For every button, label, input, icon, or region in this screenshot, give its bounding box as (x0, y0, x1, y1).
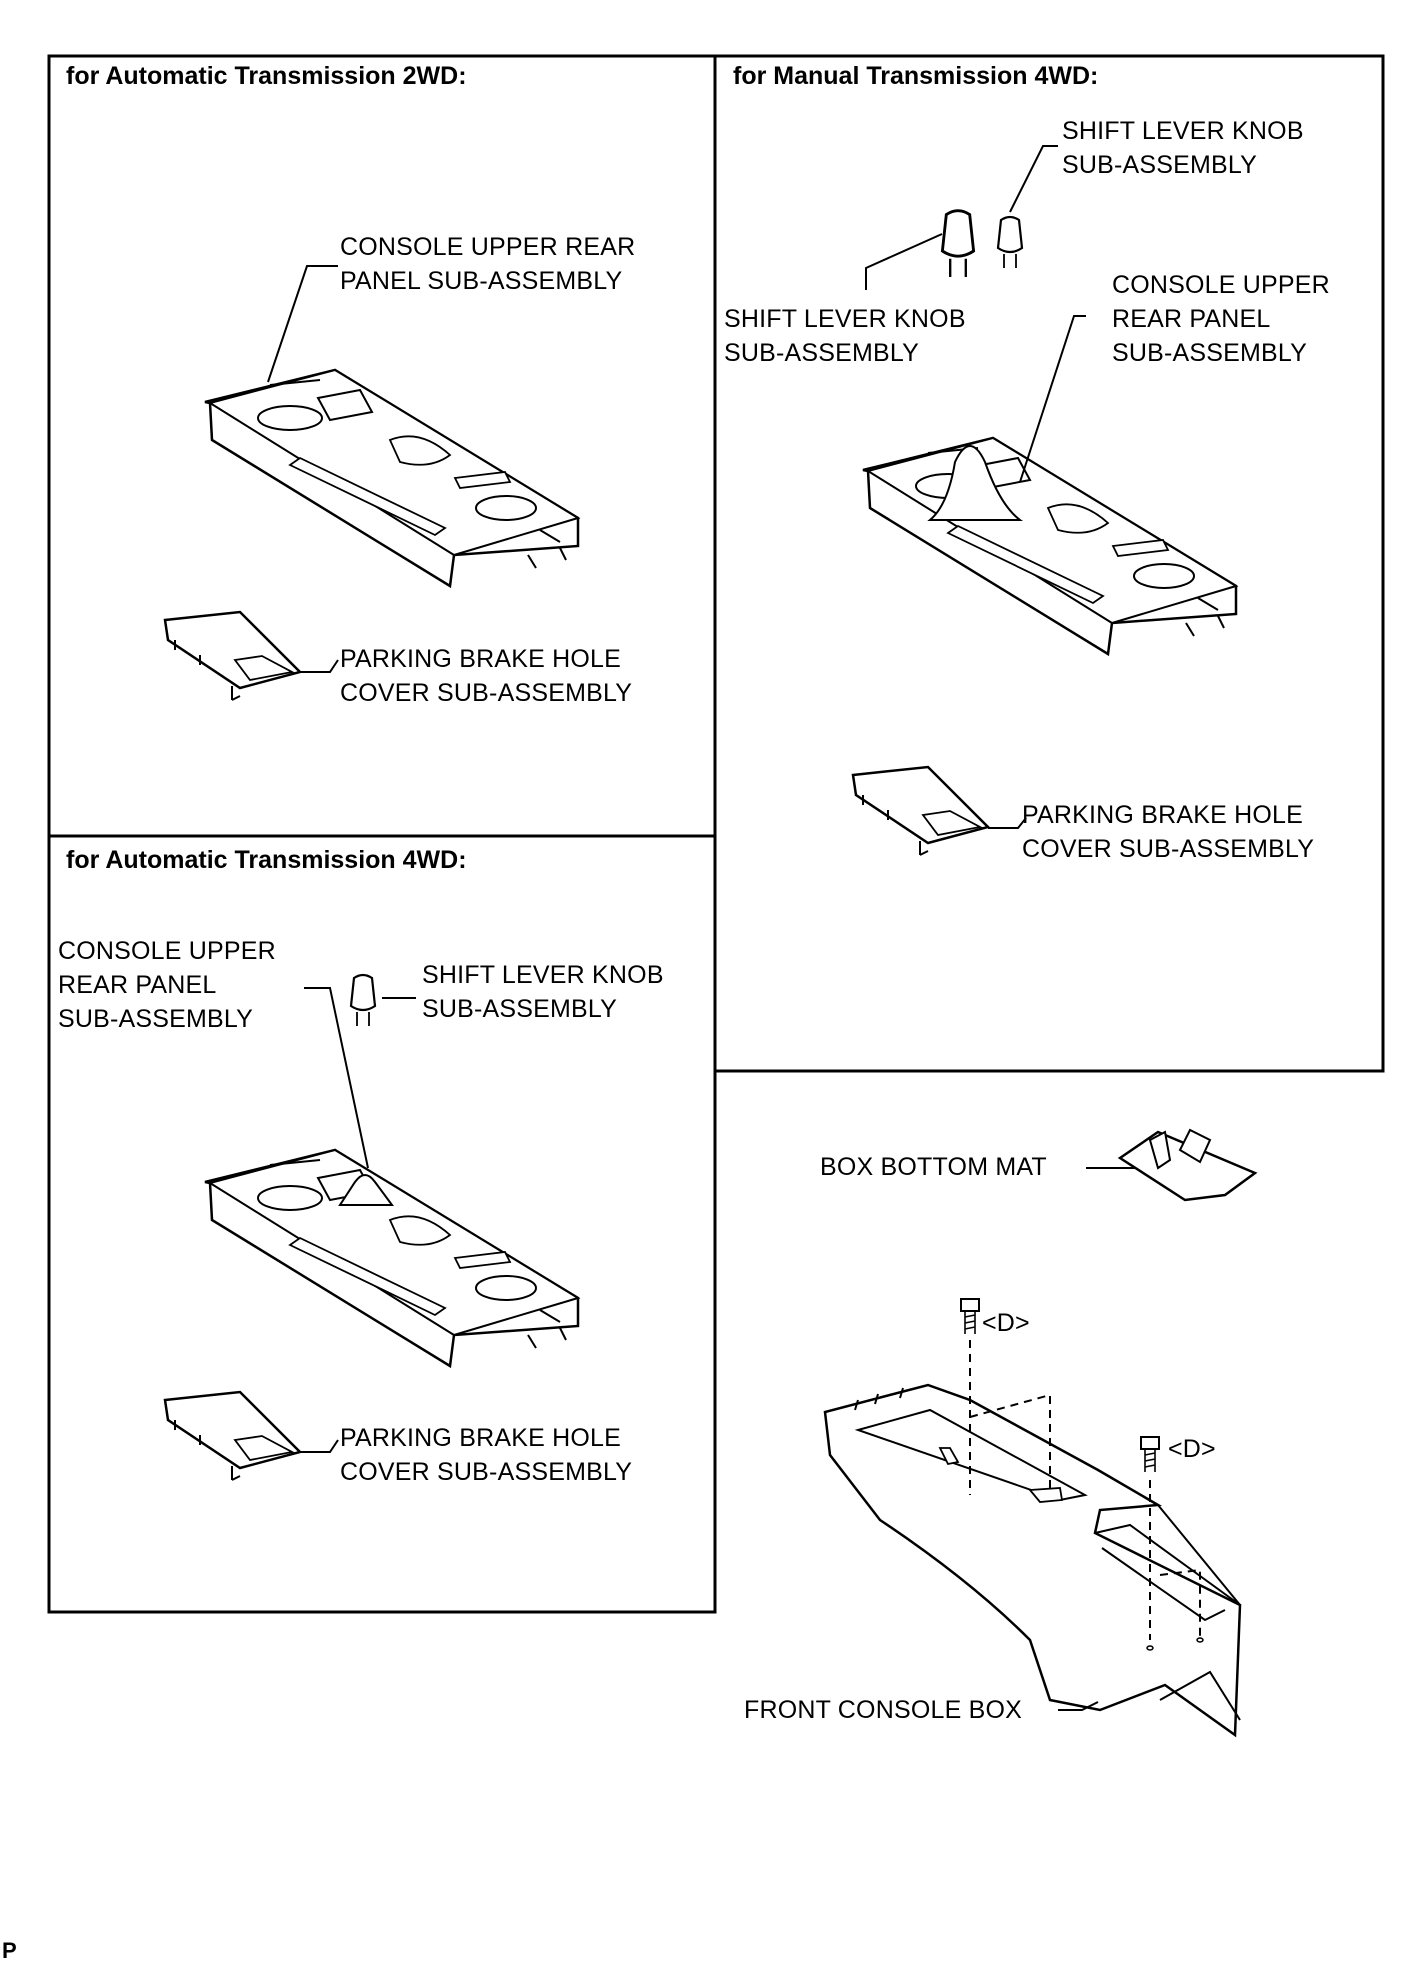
at2wd-cover-leader (300, 659, 339, 673)
panel-title-mt4wd: for Manual Transmission 4WD: (733, 62, 1099, 90)
bolt-left-label: <D> (982, 1309, 1030, 1337)
at4wd-brake-cover (163, 1390, 302, 1482)
bolt-left (960, 1298, 980, 1335)
at4wd-console-label: CONSOLE UPPER REAR PANEL SUB-ASSEMBLY (58, 934, 276, 1036)
mt4wd-brake-cover (851, 765, 990, 857)
label-line: REAR PANEL (58, 971, 217, 999)
at2wd-console-leader (267, 265, 338, 383)
at2wd-console-panel (203, 368, 580, 588)
label-line: CONSOLE UPPER (1112, 271, 1330, 299)
front-console-box-label: FRONT CONSOLE BOX (744, 1696, 1022, 1724)
label-line: SUB-ASSEMBLY (1112, 339, 1308, 367)
label-line: COVER SUB-ASSEMBLY (340, 679, 633, 707)
page-code: P (2, 1938, 17, 1963)
at4wd-console-panel (203, 1148, 580, 1368)
mt4wd-knob-right-leader (1009, 145, 1058, 213)
mt4wd-knob-left-leader (865, 233, 943, 290)
mt4wd-knob-left (940, 209, 976, 279)
mt4wd-console-label: CONSOLE UPPER REAR PANEL SUB-ASSEMBLY (1112, 268, 1330, 370)
mt4wd-knob-right-label: SHIFT LEVER KNOB SUB-ASSEMBLY (1062, 114, 1304, 182)
at2wd-brake-cover (163, 610, 302, 702)
label-line: PARKING BRAKE HOLE (340, 645, 621, 673)
mt4wd-cover-leader (988, 817, 1027, 829)
mt4wd-shift-boot (927, 445, 1023, 521)
front-console-box (823, 1383, 1242, 1738)
install-dashed-lines (969, 1340, 1201, 1640)
mt4wd-console-panel (861, 436, 1238, 656)
at2wd-console-label: CONSOLE UPPER REAR PANEL SUB-ASSEMBLY (340, 230, 635, 298)
at2wd-cover-label: PARKING BRAKE HOLE COVER SUB-ASSEMBLY (340, 642, 632, 710)
label-line: SHIFT LEVER KNOB (422, 961, 664, 989)
at4wd-cover-label: PARKING BRAKE HOLE COVER SUB-ASSEMBLY (340, 1421, 632, 1489)
label-line: CONSOLE UPPER (58, 937, 276, 965)
panel-mt4wd-frame (713, 54, 1385, 1073)
label-line: CONSOLE UPPER REAR (340, 233, 636, 261)
panel-title-at4wd: for Automatic Transmission 4WD: (66, 846, 467, 874)
panel-at4wd-frame (47, 834, 717, 1614)
bolt-right (1140, 1436, 1160, 1473)
mt4wd-knob-right (996, 215, 1024, 270)
label-line: PARKING BRAKE HOLE (340, 1424, 621, 1452)
label-line: REAR PANEL (1112, 305, 1271, 333)
at4wd-knob (349, 973, 377, 1028)
label-line: COVER SUB-ASSEMBLY (1022, 835, 1315, 863)
box-bottom-mat-label: BOX BOTTOM MAT (820, 1153, 1047, 1181)
label-line: SUB-ASSEMBLY (422, 995, 618, 1023)
at4wd-cover-leader (300, 1439, 339, 1453)
mt4wd-console-leader (1019, 315, 1086, 483)
label-line: SHIFT LEVER KNOB (1062, 117, 1304, 145)
mt4wd-cover-label: PARKING BRAKE HOLE COVER SUB-ASSEMBLY (1022, 798, 1314, 866)
label-line: COVER SUB-ASSEMBLY (340, 1458, 633, 1486)
mt4wd-knob-left-label: SHIFT LEVER KNOB SUB-ASSEMBLY (724, 302, 966, 370)
bolt-right-label: <D> (1168, 1435, 1216, 1463)
at4wd-console-leader (304, 987, 369, 1169)
label-line: PANEL SUB-ASSEMBLY (340, 267, 623, 295)
label-line: SHIFT LEVER KNOB (724, 305, 966, 333)
box-leader (1058, 1701, 1099, 1711)
panel-title-at2wd: for Automatic Transmission 2WD: (66, 62, 467, 90)
at4wd-shift-boot (338, 1174, 394, 1206)
label-line: PARKING BRAKE HOLE (1022, 801, 1303, 829)
label-line: SUB-ASSEMBLY (724, 339, 920, 367)
label-line: SUB-ASSEMBLY (1062, 151, 1258, 179)
label-line: SUB-ASSEMBLY (58, 1005, 254, 1033)
at4wd-knob-label: SHIFT LEVER KNOB SUB-ASSEMBLY (422, 958, 664, 1026)
